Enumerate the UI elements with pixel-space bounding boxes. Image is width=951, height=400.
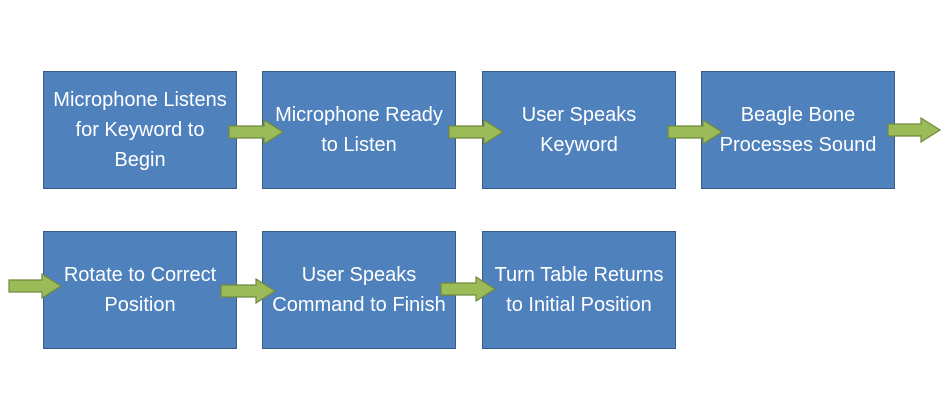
step-label-2: Microphone Ready to Listen xyxy=(275,104,443,156)
step-box-2: Microphone Ready to Listen xyxy=(262,71,456,189)
step-box-7: Turn Table Returns to Initial Position xyxy=(482,231,676,349)
step-box-3: User Speaks Keyword xyxy=(482,71,676,189)
arrow-right-icon xyxy=(667,119,723,145)
arrow-right-icon xyxy=(440,276,496,302)
step-label-1: Microphone Listens for Keyword to Begin xyxy=(53,89,227,171)
step-label-6: User Speaks Command to Finish xyxy=(272,264,446,316)
arrow-right-icon xyxy=(8,273,62,299)
arrow-right-icon xyxy=(220,278,276,304)
step-label-3: User Speaks Keyword xyxy=(521,104,637,156)
arrow-right-icon xyxy=(228,119,284,145)
arrow-right-icon xyxy=(448,119,504,145)
step-box-1: Microphone Listens for Keyword to Begin xyxy=(43,71,237,189)
step-box-4: Beagle Bone Processes Sound xyxy=(701,71,895,189)
step-label-4: Beagle Bone Processes Sound xyxy=(719,104,877,156)
step-label-7: Turn Table Returns to Initial Position xyxy=(494,264,664,316)
step-label-5: Rotate to Correct Position xyxy=(63,264,217,316)
step-box-6: User Speaks Command to Finish xyxy=(262,231,456,349)
step-box-5: Rotate to Correct Position xyxy=(43,231,237,349)
arrow-right-icon xyxy=(887,117,941,143)
